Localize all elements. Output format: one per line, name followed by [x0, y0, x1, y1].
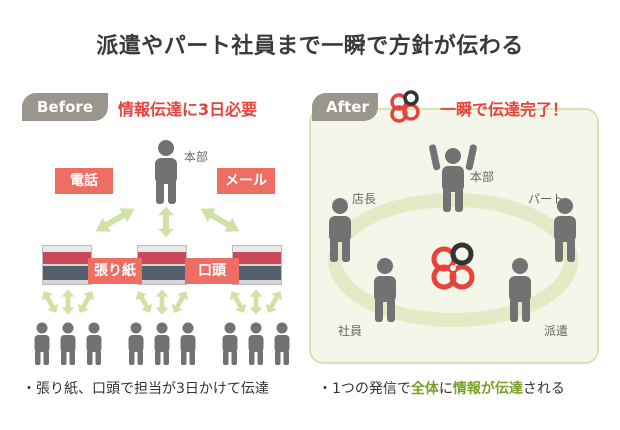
- poster-label: 張り紙: [88, 258, 142, 284]
- after-caption-post: される: [522, 381, 565, 397]
- after-dispatch-label: 派遣: [544, 324, 569, 338]
- after-employee-label: 社員: [338, 324, 363, 338]
- after-caption: ・1つの発信で全体に情報が伝達される: [318, 378, 565, 398]
- after-tag: After: [312, 93, 378, 121]
- after-caption-pre: ・1つの発信で: [318, 381, 411, 397]
- after-caption-highlight-2: 情報が伝達: [452, 381, 523, 397]
- before-arrow-left: [91, 201, 139, 239]
- after-caption-highlight-1: 全体: [410, 381, 439, 397]
- heading-logo-icon: [390, 90, 420, 123]
- before-caption: ・張り紙、口頭で担当が3日かけて伝達: [22, 381, 269, 397]
- after-heading: 一瞬で伝達完了！: [440, 100, 569, 119]
- before-staff-group-3: [222, 322, 290, 365]
- mail-label: メール: [217, 168, 275, 194]
- after-part-label: パート: [528, 192, 565, 206]
- after-caption-mid: に: [438, 381, 453, 397]
- store-photo-3: [232, 245, 282, 285]
- before-arrow-right: [196, 201, 244, 239]
- before-staff-group-2: [128, 322, 196, 365]
- after-store-manager-label: 店長: [352, 192, 377, 206]
- page-title: 派遣やパート社員まで一瞬で方針が伝わる: [96, 34, 524, 59]
- store-photo-2: [137, 245, 187, 285]
- before-arrow-center: [158, 206, 174, 238]
- oral-label: 口頭: [185, 258, 239, 284]
- before-hq-person: [155, 140, 177, 204]
- before-heading: 情報伝達に3日必要: [118, 100, 258, 119]
- phone-label: 電話: [55, 168, 113, 194]
- after-hq-label: 本部: [470, 170, 495, 184]
- before-tag: Before: [22, 93, 108, 121]
- center-logo-icon: [431, 242, 475, 290]
- before-staff-arrows: [38, 287, 286, 317]
- before-staff-group-1: [34, 322, 102, 365]
- before-hq-label: 本部: [184, 150, 209, 164]
- store-photo-1: [42, 245, 92, 285]
